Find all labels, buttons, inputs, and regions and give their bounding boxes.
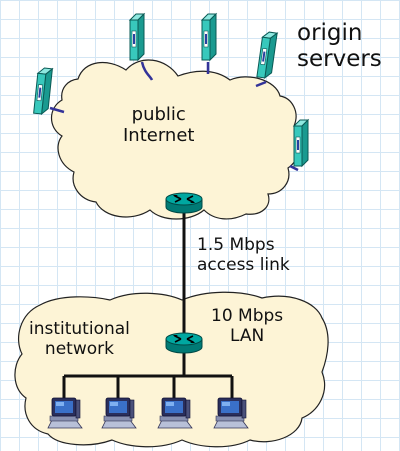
connector-1 (49, 106, 65, 114)
connector-4 (255, 80, 267, 88)
origin-server-5 (293, 119, 309, 167)
lan-bus (62, 348, 234, 398)
server-connectors (49, 61, 299, 172)
origin-server-2 (129, 13, 145, 61)
origin-servers-label-line-2: servers (297, 46, 382, 73)
public-internet-label-line-1: public (131, 104, 186, 125)
access-link-label-line-1: 1.5 Mbps (197, 235, 275, 255)
public-internet-label-line-2: Internet (123, 124, 195, 146)
institutional-network-label-line-2: network (44, 338, 114, 359)
internet-router-icon (165, 192, 203, 214)
institutional-router-icon (165, 332, 203, 354)
origin-server-4 (256, 30, 278, 80)
lan-label: 10 Mbps LAN (211, 306, 284, 346)
origin-servers-label: origin servers (297, 20, 382, 73)
workstation-3-icon (157, 397, 193, 429)
access-link-label-line-2: access link (197, 254, 290, 275)
origin-server-1 (33, 66, 53, 116)
lan-label-line-2: LAN (229, 325, 265, 346)
access-link-label: 1.5 Mbps access link (197, 235, 290, 275)
origin-servers-label-line-1: origin (297, 20, 363, 46)
origin-server-3 (201, 13, 217, 61)
institutional-network-label: institutional network (29, 319, 130, 359)
workstation-2-icon (101, 397, 137, 429)
connector-2 (140, 61, 154, 81)
institutional-network-label-line-1: institutional (29, 319, 130, 339)
lan-label-line-1: 10 Mbps (211, 306, 284, 326)
workstation-1-icon (47, 397, 83, 429)
public-internet-label: public Internet (123, 104, 195, 146)
workstation-4-icon (213, 397, 249, 429)
public-internet-cloud (50, 59, 301, 220)
connector-5 (289, 164, 299, 172)
